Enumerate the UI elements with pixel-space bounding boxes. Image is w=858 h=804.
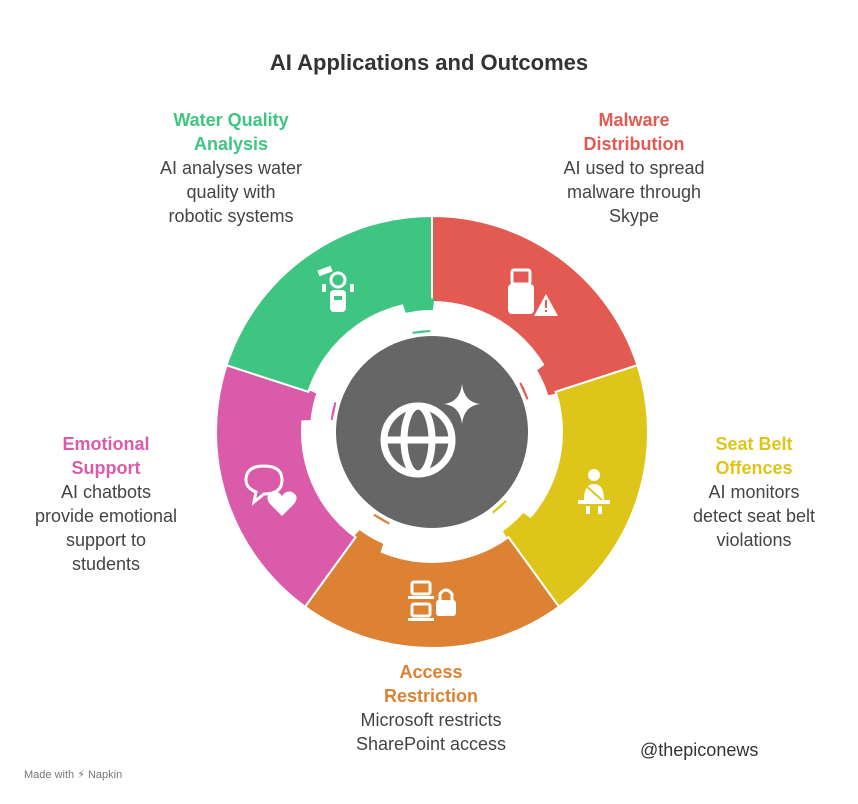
label-water: Water Quality Analysis AI analyses water… <box>121 108 341 228</box>
label-emotional-title: Emotional Support <box>62 434 150 478</box>
usb-warning-icon <box>508 268 558 316</box>
segment-seatbelt <box>507 363 649 609</box>
segment-emotional <box>215 363 357 609</box>
label-emotional: Emotional Support AI chatbots provide em… <box>0 432 216 576</box>
made-with-napkin: Made with ⚡ Napkin <box>24 769 123 781</box>
label-seatbelt-desc: AI monitors detect seat belt violations <box>692 482 816 550</box>
sparkle-icon <box>444 384 480 424</box>
segment-malware <box>431 214 639 394</box>
segment-access <box>303 535 561 649</box>
handle-text: @thepiconews <box>640 740 759 760</box>
robot-arm-icon <box>317 265 354 312</box>
inner-ring-gap <box>310 310 554 554</box>
label-water-title: Water Quality Analysis <box>173 110 289 154</box>
label-emotional-desc: AI chatbots provide emotional support to… <box>34 482 178 574</box>
label-malware-title: Malware Distribution <box>583 110 685 154</box>
label-water-desc: AI analyses water quality with robotic s… <box>159 158 303 226</box>
diagram-title: AI Applications and Outcomes <box>269 50 589 75</box>
label-malware-desc: AI used to spread malware through Skype <box>563 158 705 226</box>
label-access-desc: Microsoft restricts SharePoint access <box>355 710 507 754</box>
label-seatbelt: Seat Belt Offences AI monitors detect se… <box>644 432 858 552</box>
segment-water <box>225 214 433 394</box>
label-malware: Malware Distribution AI used to spread m… <box>524 108 744 228</box>
label-seatbelt-title: Seat Belt Offences <box>715 434 793 478</box>
globe-sparkle-icon <box>380 402 456 478</box>
label-access-title: Access Restriction <box>383 662 479 706</box>
label-access: Access Restriction Microsoft restricts S… <box>321 660 541 756</box>
laptop-lock-icon <box>408 580 456 621</box>
chat-heart-icon <box>244 464 297 516</box>
seatbelt-person-icon <box>578 469 610 514</box>
